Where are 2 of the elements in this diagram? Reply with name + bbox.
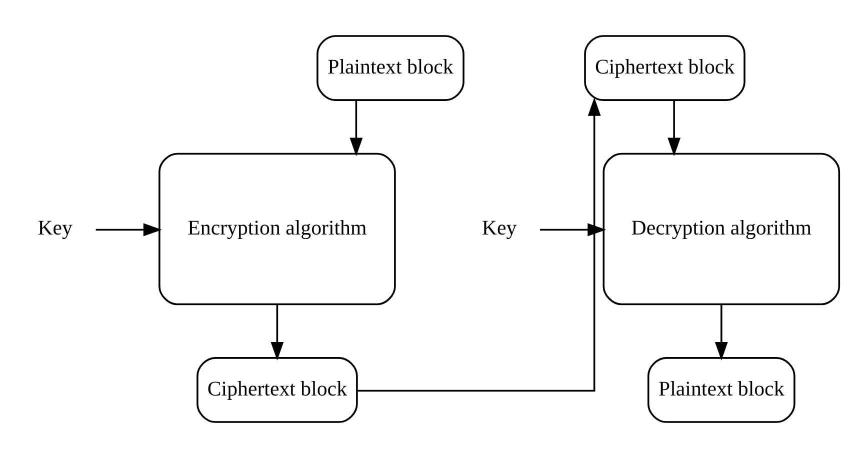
node-text: Key (38, 216, 72, 240)
node-text: Key (482, 216, 517, 240)
